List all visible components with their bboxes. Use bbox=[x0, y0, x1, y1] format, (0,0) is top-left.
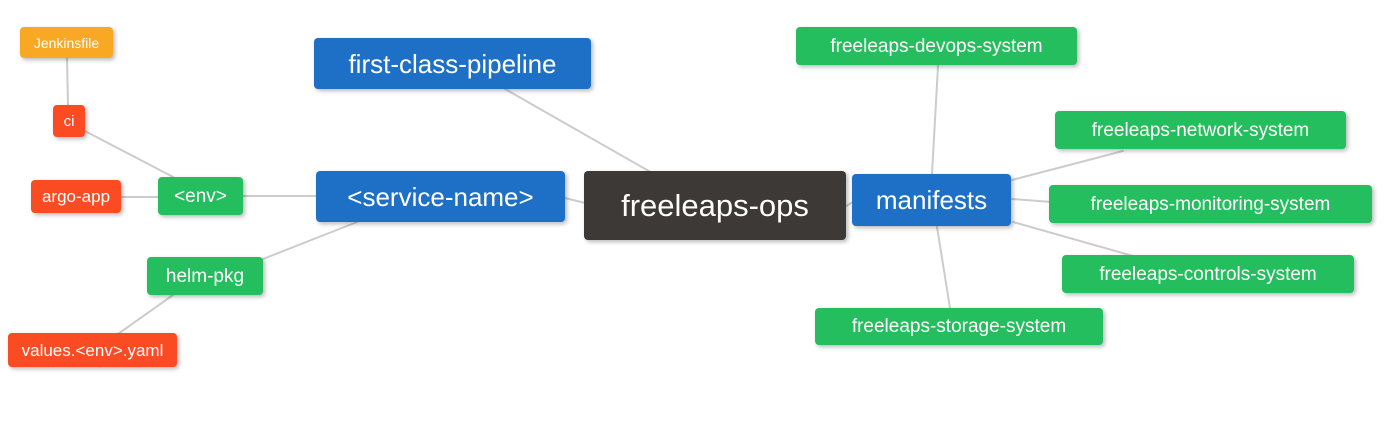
mindmap-node-freeleaps-network-system[interactable]: freeleaps-network-system bbox=[1055, 111, 1346, 149]
mindmap-node-manifests[interactable]: manifests bbox=[852, 174, 1011, 226]
mindmap-node-helm-pkg[interactable]: helm-pkg bbox=[147, 257, 263, 295]
mindmap-node-freeleaps-controls-system[interactable]: freeleaps-controls-system bbox=[1062, 255, 1354, 293]
mindmap-node-service-name[interactable]: <service-name> bbox=[316, 171, 565, 222]
mindmap-node-freeleaps-storage-system[interactable]: freeleaps-storage-system bbox=[815, 308, 1103, 345]
mindmap-node-jenkinsfile[interactable]: Jenkinsfile bbox=[20, 27, 113, 58]
mindmap-node-freeleaps-devops-system[interactable]: freeleaps-devops-system bbox=[796, 27, 1077, 65]
mindmap-node-ci[interactable]: ci bbox=[53, 105, 85, 137]
mindmap-node-argo-app[interactable]: argo-app bbox=[31, 180, 121, 213]
mindmap-node-first-class-pipeline[interactable]: first-class-pipeline bbox=[314, 38, 591, 89]
mindmap-node-freeleaps-monitoring-system[interactable]: freeleaps-monitoring-system bbox=[1049, 185, 1372, 223]
mindmap-node-values-env-yaml[interactable]: values.<env>.yaml bbox=[8, 333, 177, 367]
mindmap-node-env[interactable]: <env> bbox=[158, 177, 243, 215]
mindmap-node-freeleaps-ops[interactable]: freeleaps-ops bbox=[584, 171, 846, 240]
